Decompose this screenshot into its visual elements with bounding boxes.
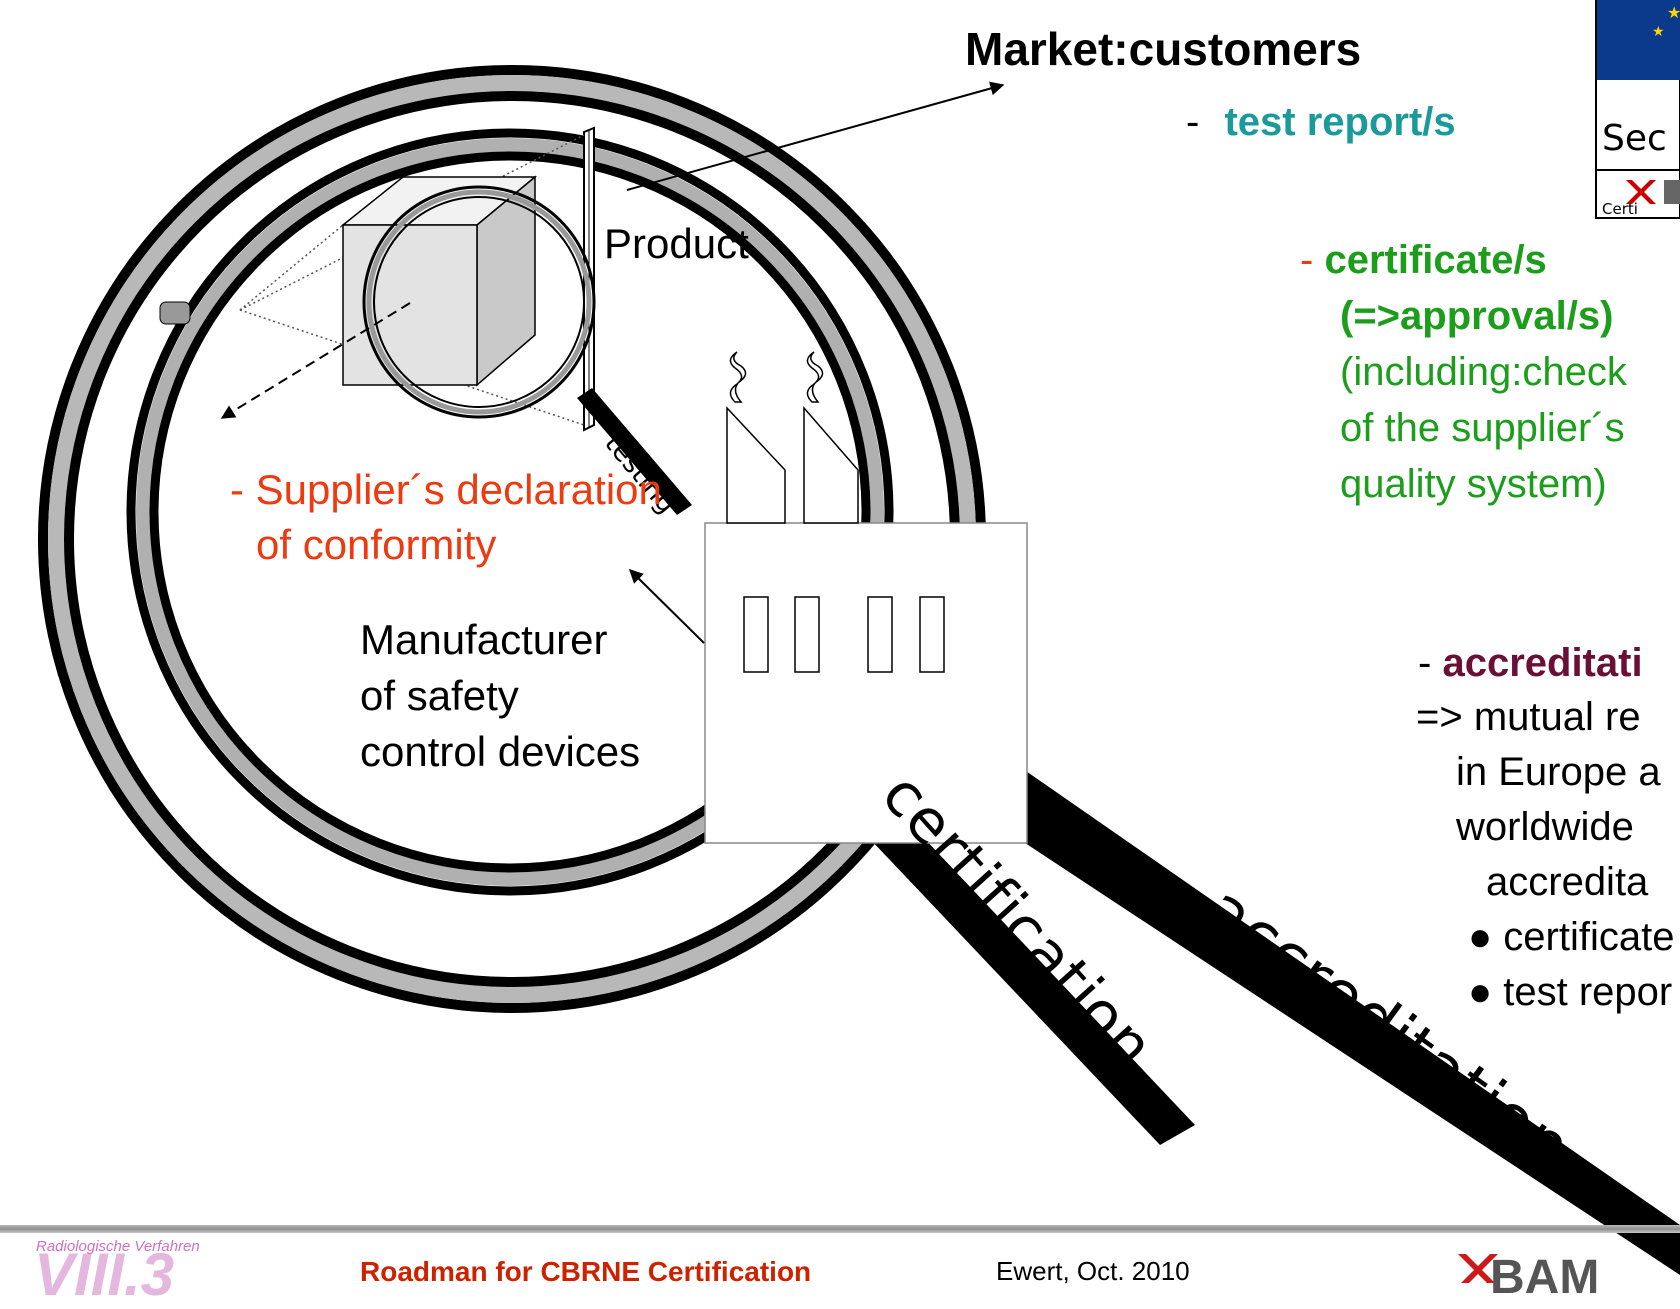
test-report-label: test report/s [1224,100,1456,144]
accreditation-bullet1: ● certificate [1468,915,1675,959]
accreditation-line3: worldwide [1456,805,1634,849]
certification-lens-ring [126,128,894,896]
certification-handle [852,800,1195,1145]
footer-subtitle: Radiologische Verfahren [36,1238,200,1255]
eu-star-icon: ★ [1667,3,1680,22]
accreditation-line1: => mutual re [1416,695,1641,739]
factory-drawing [704,351,1028,844]
manufacturer-line2: of safety [360,672,519,719]
footer-author: Ewert, Oct. 2010 [996,1256,1190,1286]
market-arrow [626,81,1005,191]
declaration-arrow [629,569,705,644]
bam-footer-logo [1458,1254,1498,1283]
accreditation-block: - accreditati [1416,636,1643,691]
supplier-declaration-line2: of conformity [256,521,497,568]
accreditation-line2: in Europe a [1456,750,1661,794]
manufacturer-label: Manufacturer of safety control devices [360,612,640,780]
bam-x-icon [1458,1254,1498,1283]
certificate-heading: certificate/s [1324,238,1547,282]
certificate-approval: (=>approval/s) [1340,294,1614,338]
certificate-block: - certificate/s (=>approval/s) (includin… [1300,232,1627,512]
supplier-declaration: - Supplier´s declaration of conformity [230,462,662,572]
manufacturer-line1: Manufacturer [360,616,608,663]
accreditation-line4: accredita [1486,860,1649,904]
certificate-note-1: (including:check [1340,350,1627,394]
certificate-note-2: of the supplier´s [1340,406,1625,450]
accreditation-handle [975,760,1680,1275]
certificate-note-3: quality system) [1340,462,1607,506]
accreditation-heading: accreditati [1442,641,1643,685]
logo-cert-text: Certi [1602,200,1638,218]
market-title: Market:customers [965,23,1362,75]
eu-star-icon: ★ [1652,24,1665,40]
logo-sec-text: Sec [1602,118,1667,159]
test-report-item: - test report/s [1186,100,1456,145]
accreditation-bullet2: ● test repor [1468,970,1673,1014]
supplier-declaration-line1: - Supplier´s declaration [230,466,662,513]
footer-bam-logo-text: BAM [1490,1251,1600,1304]
certificate-dash: - [1300,238,1314,282]
footer-divider [0,1225,1680,1233]
test-report-dash: - [1186,100,1200,144]
product-label: Product [604,220,749,267]
accreditation-dash: - [1418,641,1432,685]
manufacturer-line3: control devices [360,728,641,775]
testing-magnifier [362,185,692,515]
accreditation-details: => mutual re in Europe a worldwide accre… [1416,690,1674,1020]
bam-x-icon [1626,180,1656,204]
footer-title: Roadman for CBRNE Certification [360,1256,812,1287]
certificate-logo: ★ ★ [1595,0,1680,219]
